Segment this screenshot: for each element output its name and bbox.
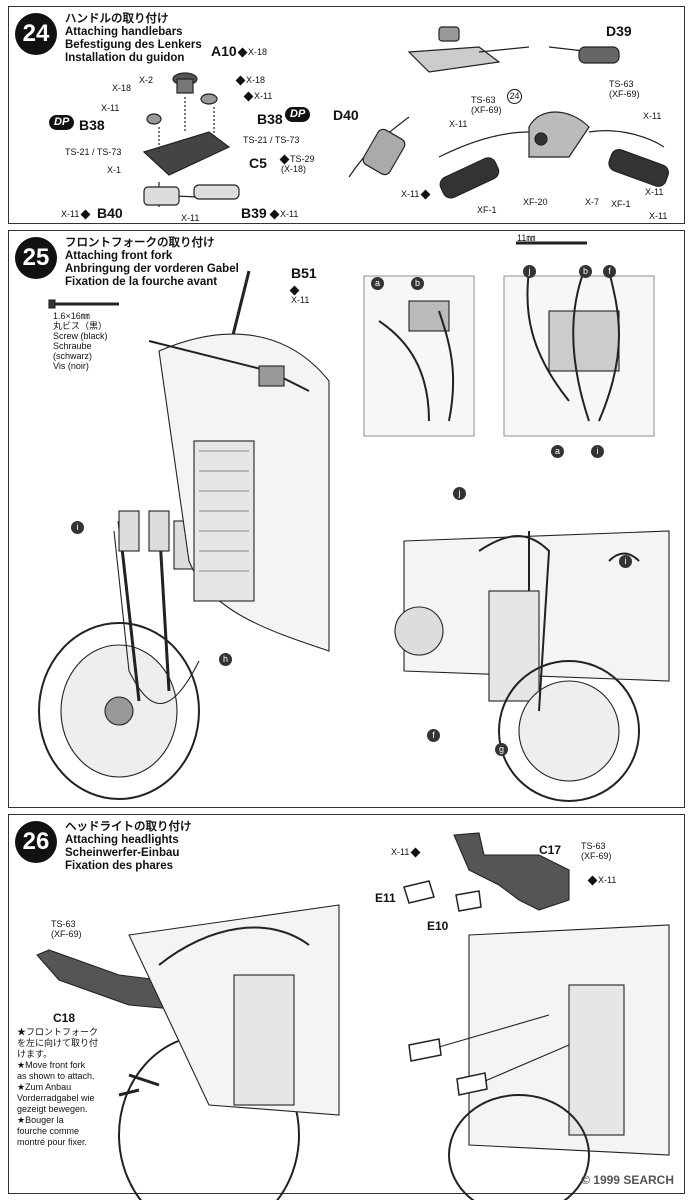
- paint-x11: X-11: [269, 209, 298, 220]
- paint-x18: (X-18): [281, 164, 307, 174]
- fork-note: ★フロントフォーク を左に向けて取り付 けます。 ★Move front for…: [17, 1027, 99, 1147]
- part-b51: B51: [291, 265, 317, 281]
- paint-x1: X-1: [107, 165, 122, 175]
- paint-xf69: (XF-69): [51, 929, 82, 939]
- title-de: Anbringung der vorderen Gabel: [65, 263, 239, 275]
- step-number: 25: [15, 237, 57, 279]
- title-en: Attaching handlebars: [65, 26, 183, 38]
- paint-x11: X-11: [61, 209, 91, 220]
- paint-xf69: (XF-69): [581, 851, 612, 861]
- front-fork-illustration: [38, 241, 670, 802]
- step-ref-circle: 24: [507, 89, 522, 104]
- paint-x11: X-11: [449, 119, 468, 129]
- paint-x18: X-18: [235, 75, 265, 86]
- step-24-panel: 24 ハンドルの取り付け Attaching handlebars Befest…: [8, 6, 685, 224]
- paint-x11: X-11: [587, 875, 616, 886]
- title-jp: フロントフォークの取り付け: [65, 237, 215, 249]
- wire-label-i: i: [619, 555, 632, 568]
- watermark: © 1999 SEARCH: [581, 1173, 674, 1187]
- dp-badge: DP: [49, 115, 75, 130]
- paint-x11: X-11: [289, 285, 309, 305]
- step-number: 26: [15, 821, 57, 863]
- paint-x11: X-11: [101, 103, 120, 113]
- step-number: 24: [15, 13, 57, 55]
- part-b38: B38: [79, 117, 105, 133]
- title-jp: ハンドルの取り付け: [65, 13, 169, 25]
- paint-ts63: TS-63: [51, 919, 76, 929]
- part-b39: B39: [241, 205, 267, 221]
- screw-spec: 1.6×16㎜ 丸ビス（黒） Screw (black) Schraube (s…: [53, 311, 108, 371]
- step-26-panel: 26 ヘッドライトの取り付け Attaching headlights Sche…: [8, 814, 685, 1200]
- paint-ts21: TS-21 / TS-73: [243, 135, 300, 145]
- title-fr: Fixation des phares: [65, 860, 174, 872]
- wire-label-b: b: [411, 277, 424, 290]
- paint-x11: X-11: [645, 187, 664, 197]
- handlebar-parts-illustration: [142, 26, 669, 207]
- step-titles: ハンドルの取り付け Attaching handlebars Befestigu…: [65, 13, 202, 65]
- paint-x7: X-7: [585, 197, 600, 207]
- title-de: Befestigung des Lenkers: [65, 39, 202, 51]
- step-titles: ヘッドライトの取り付け Attaching headlights Scheinw…: [65, 821, 192, 873]
- paint-ts63: TS-63: [471, 95, 496, 105]
- title-fr: Fixation de la fourche avant: [65, 276, 218, 288]
- wire-label-g: g: [495, 743, 508, 756]
- paint-ts21: TS-21 / TS-73: [65, 147, 122, 157]
- wire-label-j: j: [523, 265, 536, 278]
- part-a10: A10: [211, 43, 237, 59]
- step-25-panel: 25 フロントフォークの取り付け Attaching front fork An…: [8, 230, 685, 808]
- title-fr: Installation du guidon: [65, 52, 185, 64]
- dp-badge: DP: [285, 107, 311, 122]
- title-en: Attaching front fork: [65, 250, 173, 262]
- paint-ts63: TS-63: [609, 79, 634, 89]
- paint-x11: X-11: [401, 189, 431, 200]
- paint-x11: X-11: [649, 211, 668, 221]
- part-c18: C18: [53, 1011, 76, 1025]
- paint-xf69: (XF-69): [609, 89, 640, 99]
- paint-xf69: (XF-69): [471, 105, 502, 115]
- part-b40: B40: [97, 205, 123, 221]
- wire-label-j: j: [453, 487, 466, 500]
- wire-label-i: i: [591, 445, 604, 458]
- paint-ts29: TS-29: [279, 154, 315, 165]
- wire-label-a: a: [371, 277, 384, 290]
- part-c17: C17: [539, 843, 562, 857]
- paint-x11: X-11: [243, 91, 272, 102]
- wire-label-b: b: [579, 265, 592, 278]
- part-c5: C5: [249, 155, 267, 171]
- part-b38: B38: [257, 111, 283, 127]
- wire-label-a: a: [551, 445, 564, 458]
- tube-length: 11㎜: [517, 233, 536, 243]
- step-titles: フロントフォークの取り付け Attaching front fork Anbri…: [65, 237, 239, 289]
- wire-label-h: h: [219, 653, 232, 666]
- paint-xf20: XF-20: [523, 197, 548, 207]
- wire-label-f: f: [427, 729, 440, 742]
- part-d40: D40: [333, 107, 359, 123]
- paint-x11: X-11: [181, 213, 200, 223]
- wire-label-f: f: [603, 265, 616, 278]
- part-d39: D39: [606, 23, 632, 39]
- paint-x11: X-11: [643, 111, 662, 121]
- paint-x18: X-18: [112, 83, 132, 93]
- paint-x18: X-18: [237, 47, 267, 58]
- wire-label-i: i: [71, 521, 84, 534]
- paint-xf1: XF-1: [611, 199, 631, 209]
- headlight-illustration: [36, 832, 670, 1200]
- title-en: Attaching headlights: [65, 834, 179, 846]
- part-e11: E11: [375, 891, 396, 905]
- part-e10: E10: [427, 919, 449, 933]
- paint-x2: X-2: [139, 75, 154, 85]
- title-jp: ヘッドライトの取り付け: [65, 821, 192, 833]
- paint-ts63: TS-63: [581, 841, 606, 851]
- paint-x11: X-11: [391, 847, 421, 858]
- paint-xf1: XF-1: [477, 205, 497, 215]
- title-de: Scheinwerfer-Einbau: [65, 847, 180, 859]
